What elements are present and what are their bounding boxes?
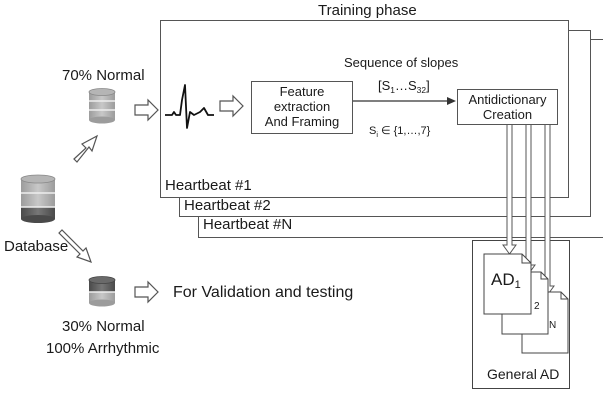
validation-database-icon — [88, 276, 116, 307]
ad-1-label: AD1 — [491, 270, 521, 291]
database-icon — [20, 174, 56, 223]
feature-extraction-line-2: extraction — [273, 99, 331, 114]
arrow-db-to-normal — [73, 134, 99, 163]
ad-sub-1: 1 — [514, 279, 521, 291]
feature-extraction-box — [251, 81, 353, 134]
antidictionary-box — [457, 89, 558, 125]
antidictionary-line-2: Creation — [482, 107, 533, 122]
arrow-validation — [134, 280, 159, 304]
heartbeat-n-label: Heartbeat #N — [203, 216, 293, 233]
normal-70-database-icon — [88, 88, 116, 124]
arrow-feature-to-antidictionary-head — [447, 97, 456, 105]
heartbeat-1-label: Heartbeat #1 — [165, 177, 252, 194]
feature-extraction-label: Feature extraction And Framing — [251, 84, 353, 129]
normal-30-label: 30% Normal — [62, 318, 145, 335]
normal-70-label: 70% Normal — [62, 67, 145, 84]
antidictionary-line-1: Antidictionary — [468, 92, 547, 107]
slopes-close: ] — [426, 78, 430, 93]
slopes-open: [S — [378, 78, 391, 93]
ad-page-1 — [483, 253, 532, 315]
database-label: Database — [4, 238, 69, 255]
training-phase-title: Training phase — [318, 2, 417, 19]
slopes-sub-1: 1 — [390, 85, 395, 95]
slopes-sub-32: 32 — [416, 85, 427, 95]
heartbeat-2-label: Heartbeat #2 — [184, 197, 271, 214]
ad-n-label: N — [549, 320, 557, 331]
sequence-of-slopes-label: Sequence of slopes — [344, 55, 459, 70]
slope-set-label: Si ∈ {1,…,7} — [369, 124, 431, 139]
si-sub: i — [376, 131, 378, 139]
slopes-range-label: [S1…S32] — [378, 78, 430, 95]
arrow-ecg-to-feature — [219, 94, 244, 118]
ad-main: AD — [491, 270, 515, 289]
ad-2-label: 2 — [534, 301, 540, 312]
si-s: S — [369, 125, 377, 137]
arrhythmic-100-label: 100% Arrhythmic — [46, 340, 160, 357]
ecg-waveform-icon — [165, 84, 214, 129]
slopes-mid: …S — [395, 78, 417, 93]
general-ad-label: General AD — [487, 366, 560, 382]
validation-label: For Validation and testing — [173, 284, 354, 301]
arrow-normal-to-ecg — [134, 98, 159, 122]
si-set: ∈ {1,…,7} — [377, 125, 431, 137]
feature-extraction-line-1: Feature — [279, 84, 325, 99]
antidictionary-label: Antidictionary Creation — [457, 92, 558, 122]
feature-extraction-line-3: And Framing — [264, 114, 340, 129]
arrow-db-to-validation — [58, 229, 92, 263]
